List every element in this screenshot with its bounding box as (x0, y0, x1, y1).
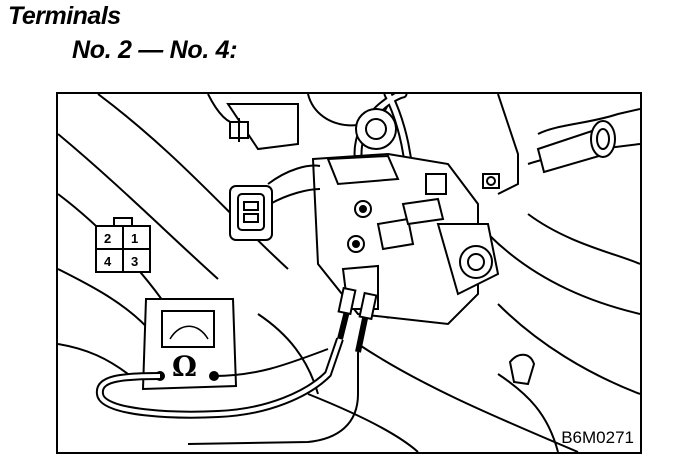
pipe-right (536, 120, 616, 174)
clamp-bolt (482, 173, 500, 189)
test-leads (95, 298, 371, 445)
heading-subtitle: No. 2 — No. 4: (72, 36, 238, 64)
heading-title: Terminals (8, 2, 121, 30)
pin-label-4: 4 (104, 254, 112, 269)
valve-body (311, 152, 500, 326)
pin-label-3: 3 (131, 254, 138, 269)
engine-illustration: 2 1 4 3 Ω (58, 94, 640, 452)
ohmmeter: Ω (141, 298, 238, 391)
diagram-frame: 2 1 4 3 Ω B6M (56, 92, 642, 454)
connector-pin-diagram: 2 1 4 3 (95, 217, 151, 273)
bolt-left (229, 118, 249, 142)
engine-background (58, 94, 640, 452)
ohm-symbol: Ω (172, 350, 197, 383)
figure-code: B6M0271 (561, 428, 634, 447)
pin-label-1: 1 (131, 231, 138, 246)
probe-tips (337, 286, 378, 321)
hose-clip (508, 353, 536, 386)
pin-label-2: 2 (104, 231, 111, 246)
valve-harness-connector (229, 164, 321, 241)
